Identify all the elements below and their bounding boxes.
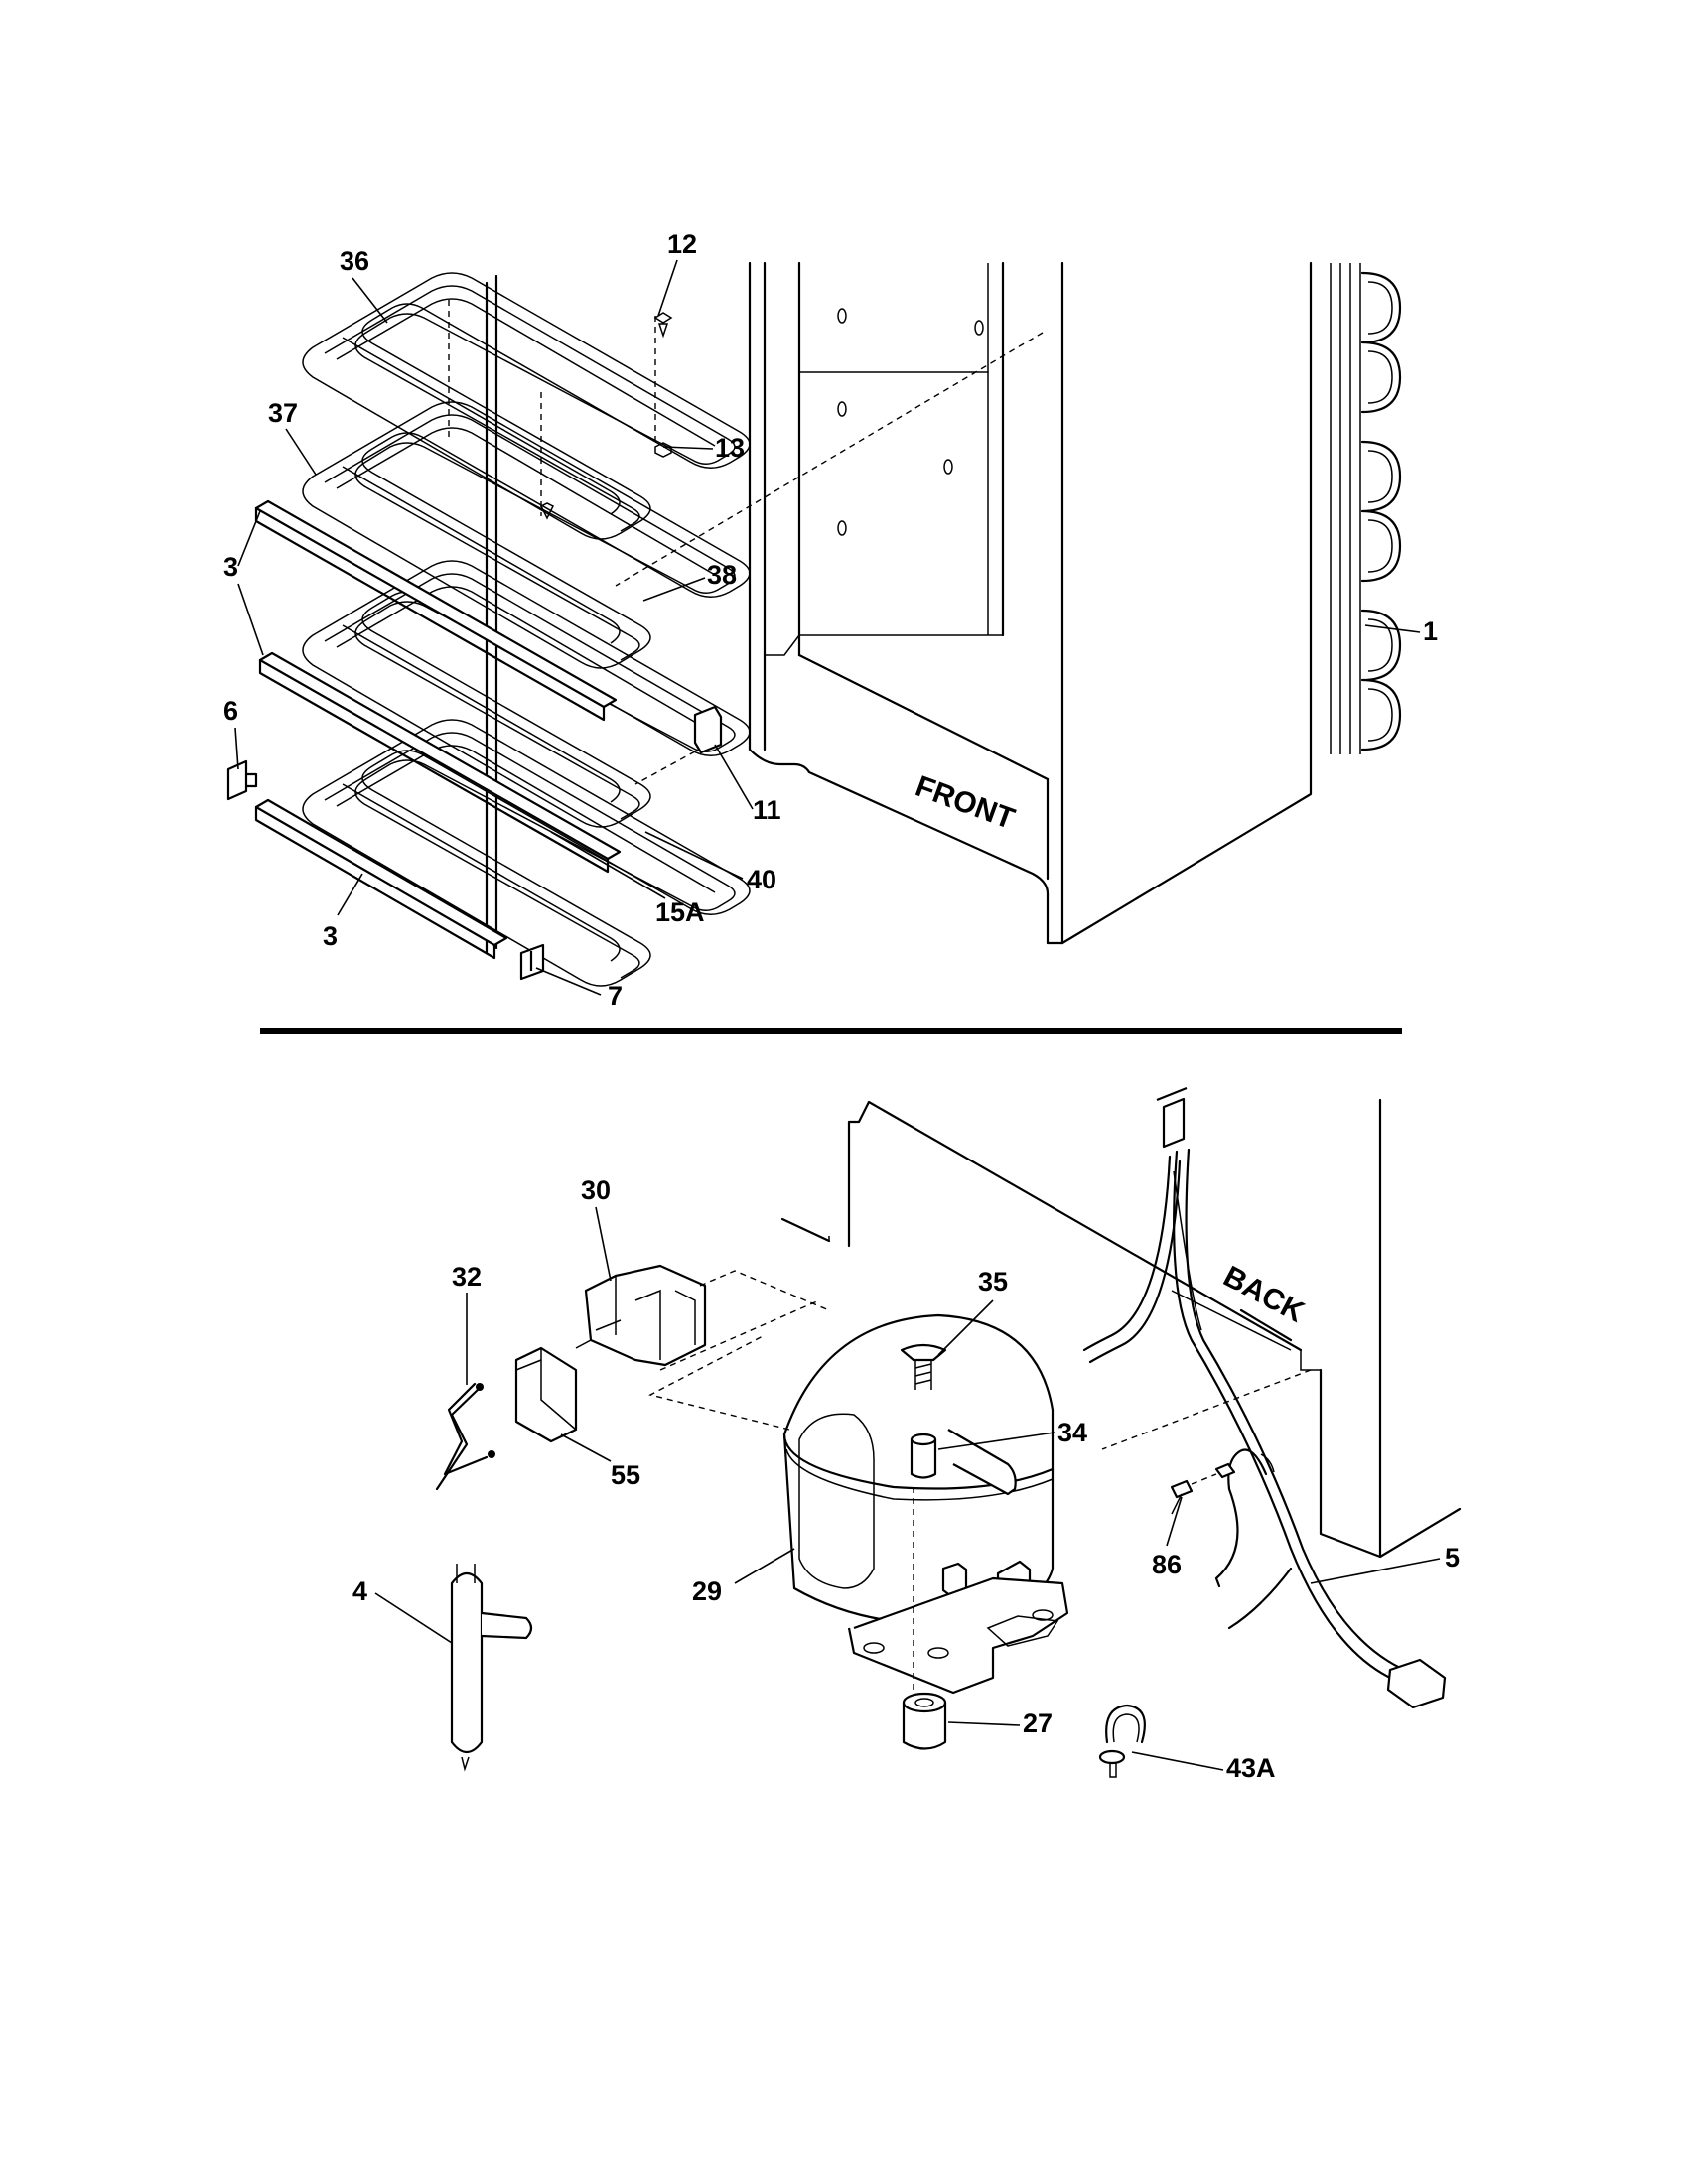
compressor (648, 1313, 1069, 1727)
spacer-sleeve (910, 1433, 937, 1479)
callout-36: 36 (340, 246, 369, 276)
callout-30: 30 (581, 1175, 611, 1205)
callout-34: 34 (1057, 1418, 1087, 1447)
callout-27: 27 (1023, 1708, 1053, 1738)
clips-and-screws (226, 312, 723, 981)
callout-3-upper: 3 (223, 552, 238, 582)
callout-6: 6 (223, 696, 238, 726)
callout-15a: 15A (655, 897, 705, 927)
bottom-callouts: 30 32 35 34 55 29 4 86 5 27 43A (352, 1175, 1460, 1783)
shelf-rails (254, 499, 622, 960)
callout-1: 1 (1423, 616, 1438, 646)
screw-86 (1170, 1462, 1236, 1515)
callout-12: 12 (667, 229, 697, 259)
callout-3-lower: 3 (323, 921, 338, 951)
callout-35: 35 (978, 1267, 1008, 1297)
callout-4: 4 (352, 1576, 367, 1606)
top-callouts: 36 12 13 37 38 3 1 6 11 40 15A 3 7 (223, 229, 1438, 1011)
callout-86: 86 (1152, 1550, 1182, 1579)
callout-29: 29 (692, 1576, 722, 1606)
section-divider (260, 1028, 1402, 1034)
callout-11: 11 (753, 795, 781, 825)
back-label: BACK (1218, 1260, 1310, 1329)
mount-bolt (900, 1343, 947, 1390)
callout-55: 55 (611, 1460, 640, 1490)
callout-38: 38 (707, 560, 737, 590)
callout-37: 37 (268, 398, 298, 428)
wire-jumper (435, 1382, 495, 1491)
cabinet-liner (615, 261, 1313, 945)
callout-40: 40 (747, 865, 776, 894)
condenser-coil (1330, 263, 1402, 754)
cable-clamp (1098, 1704, 1146, 1778)
callout-32: 32 (452, 1262, 482, 1292)
rubber-grommet (902, 1692, 947, 1750)
callout-5: 5 (1445, 1543, 1460, 1572)
callout-13: 13 (715, 433, 745, 463)
callout-43a: 43A (1226, 1753, 1276, 1783)
cabinet-back (780, 1098, 1462, 1559)
callout-7: 7 (608, 981, 623, 1011)
evaporator-coils (302, 272, 751, 987)
starter-relay (575, 1264, 830, 1371)
overload-protector (514, 1346, 578, 1443)
power-cord (1082, 1086, 1447, 1709)
filter-drier (450, 1564, 533, 1772)
